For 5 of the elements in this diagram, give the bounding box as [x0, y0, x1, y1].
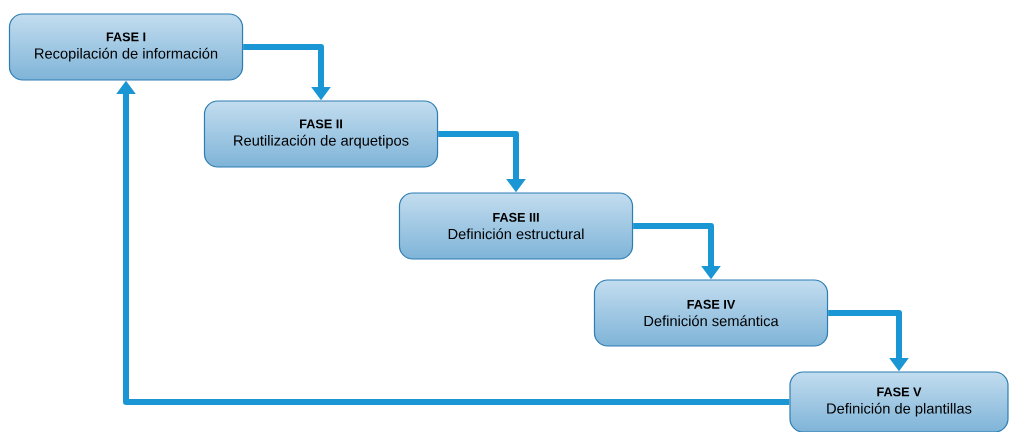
process-box: FASE IV Definición semántica: [593, 279, 829, 347]
process-box: FASE II Reutilización de arquetipos: [203, 100, 439, 168]
process-box: FASE III Definición estructural: [398, 192, 634, 260]
process-box: FASE V Definición de plantillas: [789, 371, 1009, 432]
process-box: FASE I Recopilación de información: [8, 13, 244, 81]
